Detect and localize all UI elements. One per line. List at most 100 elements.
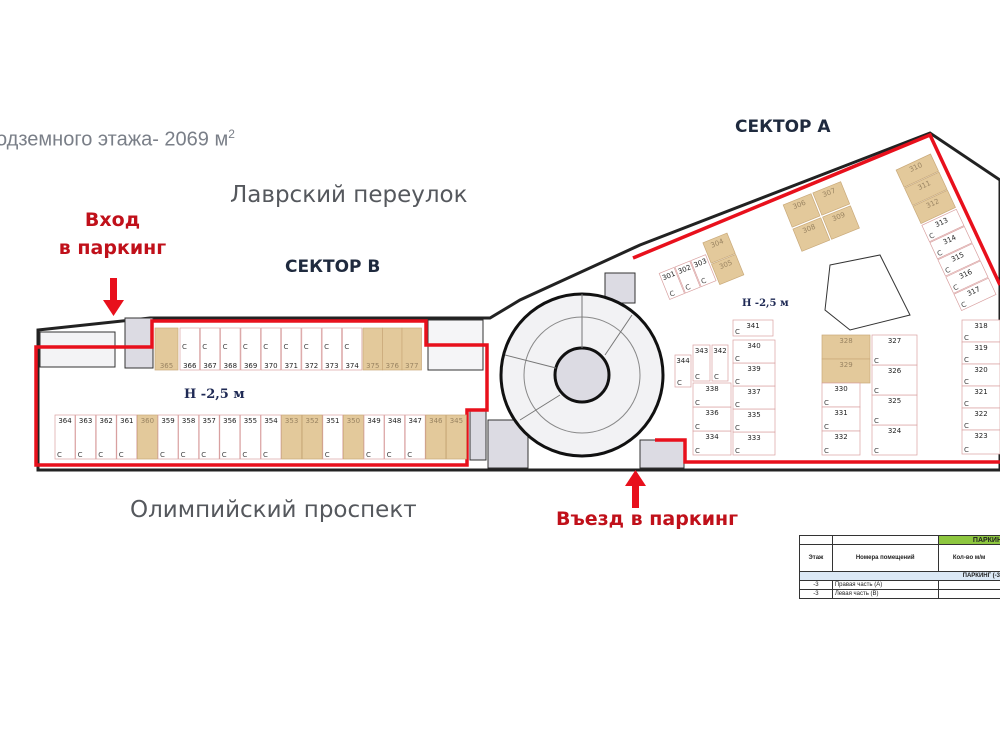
car-icon: C	[57, 451, 62, 459]
parking-space-number: 376	[386, 362, 400, 370]
parking-space-312[interactable]: 312	[912, 189, 956, 224]
parking-space-377[interactable]: 377	[401, 327, 422, 371]
parking-space-number: 353	[285, 417, 298, 425]
parking-space-365[interactable]: 365	[154, 327, 179, 371]
parking-space-345[interactable]: 345	[446, 414, 467, 460]
parking-space-311[interactable]: 311	[904, 171, 948, 206]
parking-space-346[interactable]: 346	[425, 414, 447, 460]
building-walls	[36, 131, 1000, 472]
parking-space-360[interactable]: 360	[137, 414, 158, 460]
parking-space-307[interactable]: 307	[812, 181, 851, 216]
parking-space-328[interactable]: 328	[821, 334, 871, 360]
car-icon: C	[960, 300, 968, 309]
car-icon: C	[952, 283, 960, 292]
parking-space-329[interactable]: 329	[821, 358, 871, 384]
car-icon: C	[160, 451, 165, 459]
parking-space-310[interactable]: 310	[895, 153, 940, 188]
parking-space-308[interactable]: 308	[792, 217, 831, 252]
car-icon: C	[119, 451, 124, 459]
parking-space-305[interactable]: 305	[711, 253, 745, 286]
parking-space-352[interactable]: 352	[301, 414, 323, 460]
parking-space-number: 323	[974, 432, 987, 440]
parking-space-number: 365	[160, 362, 173, 370]
parking-space-304[interactable]: 304	[702, 232, 736, 264]
parking-space-375[interactable]: 375	[362, 327, 383, 371]
parking-space-309[interactable]: 309	[822, 205, 860, 240]
car-icon: C	[874, 417, 879, 425]
parking-space-376[interactable]: 376	[382, 327, 403, 371]
parking-space-350[interactable]: 350	[343, 414, 364, 460]
parking-space-number: 368	[224, 362, 237, 370]
parking-space-364[interactable]: C 364	[54, 414, 76, 460]
car-icon: C	[387, 451, 392, 459]
parking-space-number: 347	[409, 417, 422, 425]
parking-space-353[interactable]: 353	[281, 414, 302, 460]
sector-a-label: СЕКТОР А	[735, 117, 831, 137]
sector-a-stall-group: C318C319C320C321C322C323C324C325C326C327…	[674, 319, 1000, 456]
parking-space-306[interactable]: 306	[782, 193, 821, 228]
car-icon: C	[874, 447, 879, 455]
car-icon: C	[735, 378, 740, 386]
parking-space-number: 332	[834, 433, 847, 441]
parking-space-number: 364	[58, 417, 72, 425]
parking-space-number: 322	[974, 410, 987, 418]
